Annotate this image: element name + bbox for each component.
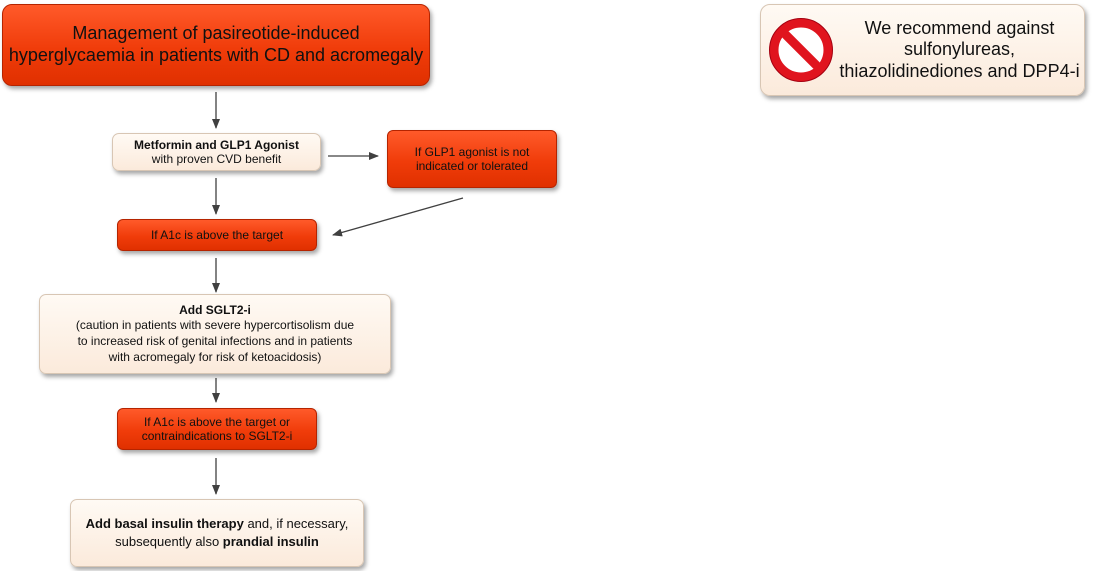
step-metformin-glp1: Metformin and GLP1 Agonist with proven C… xyxy=(112,133,321,171)
step-add-insulin: Add basal insulin therapy and, if necess… xyxy=(70,499,364,567)
step2-line-3: with acromegaly for risk of ketoacidosis… xyxy=(108,349,322,364)
check-a1c-or-contraindications: If A1c is above the target or contraindi… xyxy=(117,408,317,450)
side-line-2: indicated or tolerated xyxy=(415,159,529,173)
step1-bold-text: Metformin and GLP1 Agonist xyxy=(134,137,299,152)
step3-normal-2: subsequently also xyxy=(115,534,223,549)
title-box: Management of pasireotide-induced hyperg… xyxy=(2,4,430,86)
recommend-box: We recommend against sulfonylureas, thia… xyxy=(760,4,1085,96)
recommend-line-3: thiazolidinediones and DPP4-i xyxy=(839,60,1080,81)
recommend-line-1: We recommend against xyxy=(864,17,1055,38)
recommend-line-2: sulfonylureas, xyxy=(903,39,1016,60)
side-line-1: If GLP1 agonist is not xyxy=(414,144,530,159)
check2-line-2: contraindications to SGLT2-i xyxy=(141,429,293,443)
title-line-2: hyperglycaemia in patients with CD and a… xyxy=(8,45,424,65)
step2-line-2: to increased risk of genital infections … xyxy=(77,334,353,348)
step3-bold-2: prandial insulin xyxy=(222,534,319,549)
step3-bold-1: Add basal insulin therapy xyxy=(85,516,244,532)
arrow-side-to-check1 xyxy=(332,197,464,237)
step3-line-1: Add basal insulin therapy and, if necess… xyxy=(86,515,349,533)
check-a1c-above-target: If A1c is above the target xyxy=(117,219,317,251)
step1-text: with proven CVD benefit xyxy=(151,152,282,166)
prohibition-icon xyxy=(769,18,833,82)
step-add-sglt2i: Add SGLT2-i (caution in patients with se… xyxy=(39,294,391,374)
title-line-1: Management of pasireotide-induced xyxy=(72,23,360,44)
step3-line-2: subsequently also prandial insulin xyxy=(115,533,319,551)
step2-line-1: (caution in patients with severe hyperco… xyxy=(75,318,355,333)
check2-line-1: If A1c is above the target or xyxy=(143,414,291,429)
side-box-glp1-not-indicated: If GLP1 agonist is not indicated or tole… xyxy=(387,130,557,188)
check1-text: If A1c is above the target xyxy=(150,227,284,242)
step3-normal-1: and, if necessary, xyxy=(243,516,349,532)
step2-bold-text: Add SGLT2-i xyxy=(179,302,251,317)
